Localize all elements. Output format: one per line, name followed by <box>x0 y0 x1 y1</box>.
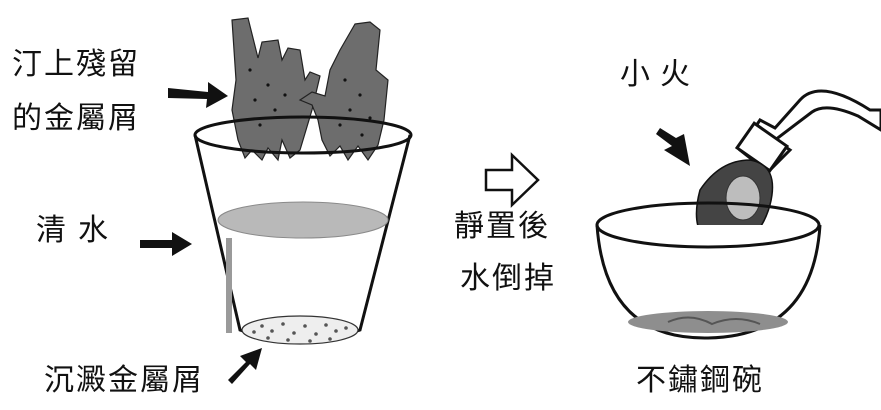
faucet <box>734 89 881 175</box>
pointer-arrow-water <box>140 232 192 256</box>
pointer-arrow-hands <box>168 82 228 108</box>
hand-left <box>231 17 321 162</box>
label-low-heat: 小火 <box>620 57 700 92</box>
steel-bowl <box>595 201 822 340</box>
label-settle-line2: 水倒掉 <box>460 261 556 296</box>
pointer-arrow-sediment <box>228 348 262 384</box>
label-settle-line1: 靜置後 <box>454 209 550 244</box>
hand-dots <box>248 68 372 137</box>
label-clear-water: 清水 <box>36 213 120 248</box>
pointer-arrow-low-heat <box>656 128 690 166</box>
label-hand-residue-line2: 的金屬屑 <box>12 101 140 136</box>
label-steel-bowl: 不鏽鋼碗 <box>636 363 764 398</box>
water-cup <box>193 115 413 345</box>
hand-right <box>298 21 389 162</box>
label-sediment: 沉澱金屬屑 <box>44 363 204 398</box>
process-arrow-icon <box>484 152 540 208</box>
label-hand-residue-line1: 汀上殘留 <box>12 47 140 82</box>
sediment-dots <box>252 322 348 343</box>
